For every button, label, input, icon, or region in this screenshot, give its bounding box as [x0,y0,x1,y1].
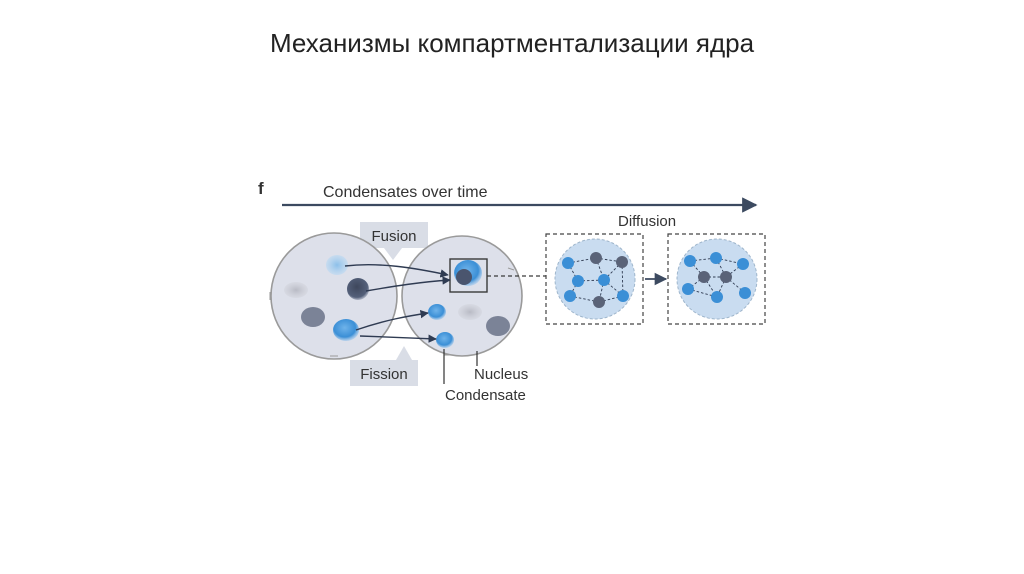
timeline-label: Condensates over time [323,184,488,201]
molecule-dark [590,252,602,264]
nucleus-left [269,232,398,360]
fission-label-box: Fission [350,346,418,386]
condensate-dark-small [301,307,325,327]
fusion-arrow-2 [365,276,451,292]
molecule-blue [682,283,694,295]
molecule-blue [598,274,610,286]
fusion-label-box: Fusion [360,222,428,260]
condensate-soft-blue [326,255,348,275]
diffusion-box-after [667,233,766,325]
nucleus-label: Nucleus [474,366,528,383]
condensate-fused-core [456,269,472,285]
molecule-blue [711,291,723,303]
molecule-blue [710,252,722,264]
condensate-blue-small [428,304,446,320]
molecule-dark [698,271,710,283]
condensate-dark-small [486,316,510,336]
molecule-blue [572,275,584,287]
condensate-gray [284,282,308,298]
molecule-blue [737,258,749,270]
fusion-arrow-1 [344,264,449,278]
panel-letter: f [258,179,264,198]
diffusion-box-before [545,233,644,325]
condensate-blue-small [436,332,454,348]
condensate-label: Condensate [445,387,526,404]
molecule-blue [739,287,751,299]
fission-label: Fission [360,366,408,383]
slide-title: Механизмы компартментализации ядра [269,28,755,58]
condensate-dark [347,278,369,300]
molecule-dark [720,271,732,283]
molecule-dark [593,296,605,308]
condensate-gray [458,304,482,320]
fission-arrow-2 [359,334,437,343]
fusion-label: Fusion [371,228,416,245]
molecule-blue [562,257,574,269]
condensate-blue [333,319,359,341]
molecule-blue [617,290,629,302]
fission-arrow-1 [355,309,429,331]
molecule-dark [616,256,628,268]
nucleus-right [401,235,523,357]
molecule-blue [684,255,696,267]
diffusion-label: Diffusion [618,213,676,230]
molecule-blue [564,290,576,302]
